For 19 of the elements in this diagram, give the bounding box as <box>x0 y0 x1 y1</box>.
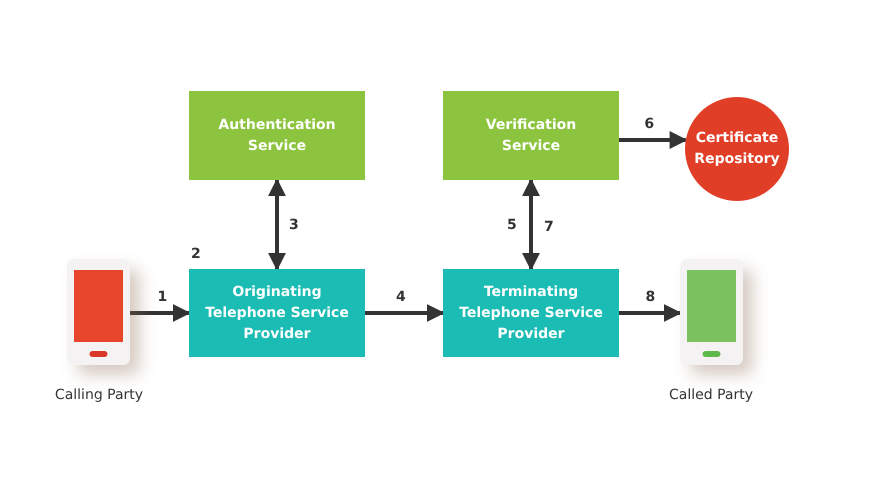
arrow <box>619 131 688 149</box>
arrow <box>130 304 191 322</box>
node-label: Authentication Service <box>217 116 337 156</box>
arrow <box>365 304 445 322</box>
process-box <box>443 269 619 357</box>
node-label: Originating Telephone Service Provider <box>204 282 350 344</box>
node-label: Verification Service <box>484 116 578 156</box>
arrow <box>268 178 286 271</box>
node-label: Calling Party <box>54 387 144 403</box>
process-box <box>443 91 619 180</box>
arrow <box>619 304 682 322</box>
node-label: Certificate Repository <box>693 129 781 169</box>
arrow <box>522 178 540 271</box>
node-label: Called Party <box>669 387 753 403</box>
process-box <box>189 91 365 180</box>
process-box <box>189 269 365 357</box>
edge-label: 5 <box>505 216 519 232</box>
node-label: Terminating Telephone Service Provider <box>458 282 604 344</box>
edge-label: 3 <box>287 216 301 232</box>
